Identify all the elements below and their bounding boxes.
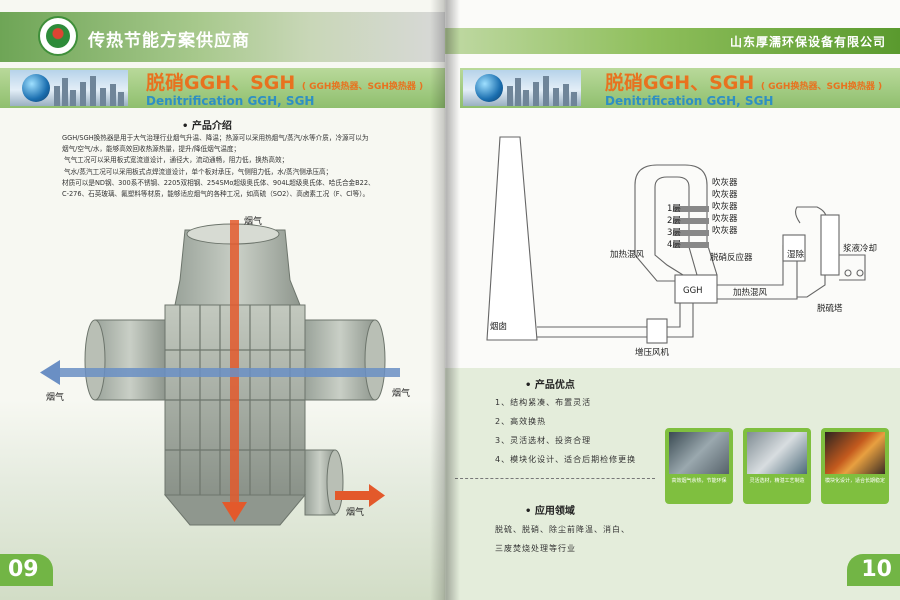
page-number-right: 10 <box>847 554 900 586</box>
company-name: 山东厚濡环保设备有限公司 <box>729 35 886 49</box>
label-stack: 烟囱 <box>490 321 507 332</box>
thumbnail-caption: 灵活选材，精湛工艺制造 <box>749 478 805 484</box>
left-header-bar: 传热节能方案供应商 <box>0 12 445 62</box>
thumbnail-image <box>825 432 885 474</box>
intro-line: 材质可以是ND钢、300系不锈钢、2205双相钢、254SMo超级奥氏体、904… <box>62 178 375 187</box>
globe-icon <box>475 74 503 102</box>
flow-arrow-left <box>60 368 400 377</box>
page-title-cn-right: 脱硝GGH、SGH ( GGH换热器、SGH换热器 ) <box>605 72 883 94</box>
thumbnail-caption: 高效烟气余热，节能环保 <box>671 478 727 484</box>
right-header-bar: 山东厚濡环保设备有限公司 <box>445 28 900 54</box>
intro-line: 气水/蒸汽工况可以采用板式点焊流道设计，单个板对承压，气侧阻力低，水/蒸汽侧承压… <box>64 167 333 176</box>
label-soot-blower: 吹灰器 <box>712 201 738 212</box>
intro-line: 气气工况可以采用板式宽流道设计，通径大，流动通畅，阻力低，换热高效； <box>64 156 289 165</box>
page-number-left: 09 <box>0 554 53 586</box>
label-soot-blower: 吹灰器 <box>712 189 738 200</box>
label-layer: 1层 <box>667 204 681 214</box>
advantages-heading: • 产品优点 <box>525 380 575 391</box>
intro-line: 烟气/空气/水，能够高效回收热源热量，提升/降低烟气温度； <box>62 145 241 154</box>
process-flow-diagram: 烟囱 增压风机 GGH 加热混风 加热混风 脱硝反应器 1层 2层 3层 4层 … <box>486 136 877 358</box>
product-thumbnail: 模块化设计，适合长期稳定 <box>821 428 889 504</box>
label-heating-air-left: 加热混风 <box>610 249 645 260</box>
label-booster-fan: 增压风机 <box>635 347 670 358</box>
flow-label-bottom-right: 烟气 <box>346 506 364 518</box>
label-heating-air-right: 加热混风 <box>733 287 768 298</box>
product-thumbnail: 高效烟气余热，节能环保 <box>665 428 733 504</box>
heat-exchanger-illustration: 烟气 烟气 烟气 烟气 <box>40 215 410 526</box>
globe-icon <box>22 74 50 102</box>
thumbnail-caption: 模块化设计，适合长期稳定 <box>825 478 886 484</box>
label-soot-blower: 吹灰器 <box>712 213 738 224</box>
book-gutter-shadow <box>430 0 460 600</box>
label-desulf-tower: 脱硫塔 <box>817 303 843 314</box>
label-soot-blower: 吹灰器 <box>712 225 738 236</box>
application-line: 三废焚烧处理等行业 <box>495 544 576 553</box>
label-layer: 4层 <box>667 240 681 250</box>
intro-line: GGH/SGH换热器是用于大气治理行业烟气升温、降温；热源可以采用热烟气/蒸汽/… <box>62 134 369 142</box>
label-layer: 3层 <box>667 228 681 238</box>
flow-label-left: 烟气 <box>46 391 64 403</box>
page-title-en: Denitrification GGH, SGH <box>146 94 315 108</box>
flow-label-right: 烟气 <box>392 387 410 399</box>
product-thumbnail: 灵活选材，精湛工艺制造 <box>743 428 811 504</box>
label-reactor: 脱硝反应器 <box>710 252 753 263</box>
city-skyline-image <box>10 70 128 106</box>
label-ggh: GGH <box>683 286 703 296</box>
label-demister: 湿除 <box>787 249 805 260</box>
intro-text: GGH/SGH换热器是用于大气治理行业烟气升温、降温；热源可以采用热烟气/蒸汽/… <box>62 133 402 200</box>
intro-line: C-276、石英玻璃、氟塑料等材质，能够适应烟气的各种工况，如高硫（SO2）、高… <box>62 190 370 199</box>
company-logo <box>38 16 78 56</box>
advantage-item: 4、模块化设计、适合后期检修更换 <box>495 455 637 464</box>
label-slurry-cooling: 浆液冷却 <box>843 243 877 254</box>
application-line: 脱硫、脱硝、除尘前降温、消白、 <box>495 525 630 534</box>
intro-heading: • 产品介绍 <box>182 121 232 132</box>
label-layer: 2层 <box>667 216 681 226</box>
applications-heading: • 应用领域 <box>525 506 575 517</box>
label-soot-blower: 吹灰器 <box>712 177 738 188</box>
page-title-en-right: Denitrification GGH, SGH <box>605 94 774 108</box>
flow-label-top: 烟气 <box>244 215 262 227</box>
advantage-item: 3、灵活选材、投资合理 <box>495 436 592 445</box>
thumbnail-image <box>747 432 807 474</box>
city-skyline-image-right <box>463 70 581 106</box>
advantage-item: 1、结构紧凑、布置灵活 <box>495 398 592 407</box>
advantage-item: 2、高效换热 <box>495 417 547 426</box>
flow-arrow-down <box>230 220 239 505</box>
right-page: 山东厚濡环保设备有限公司 脱硝GGH、SGH ( GGH换热器、SGH换热器 )… <box>445 0 900 600</box>
thumbnail-image <box>669 432 729 474</box>
brand-slogan: 传热节能方案供应商 <box>88 31 250 51</box>
flow-arrow-right <box>335 491 369 500</box>
page-title-cn: 脱硝GGH、SGH ( GGH换热器、SGH换热器 ) <box>146 72 424 94</box>
divider <box>455 478 655 479</box>
left-page: 传热节能方案供应商 脱硝GGH、SGH ( GGH换热器、SGH换热器 ) De… <box>0 0 445 600</box>
